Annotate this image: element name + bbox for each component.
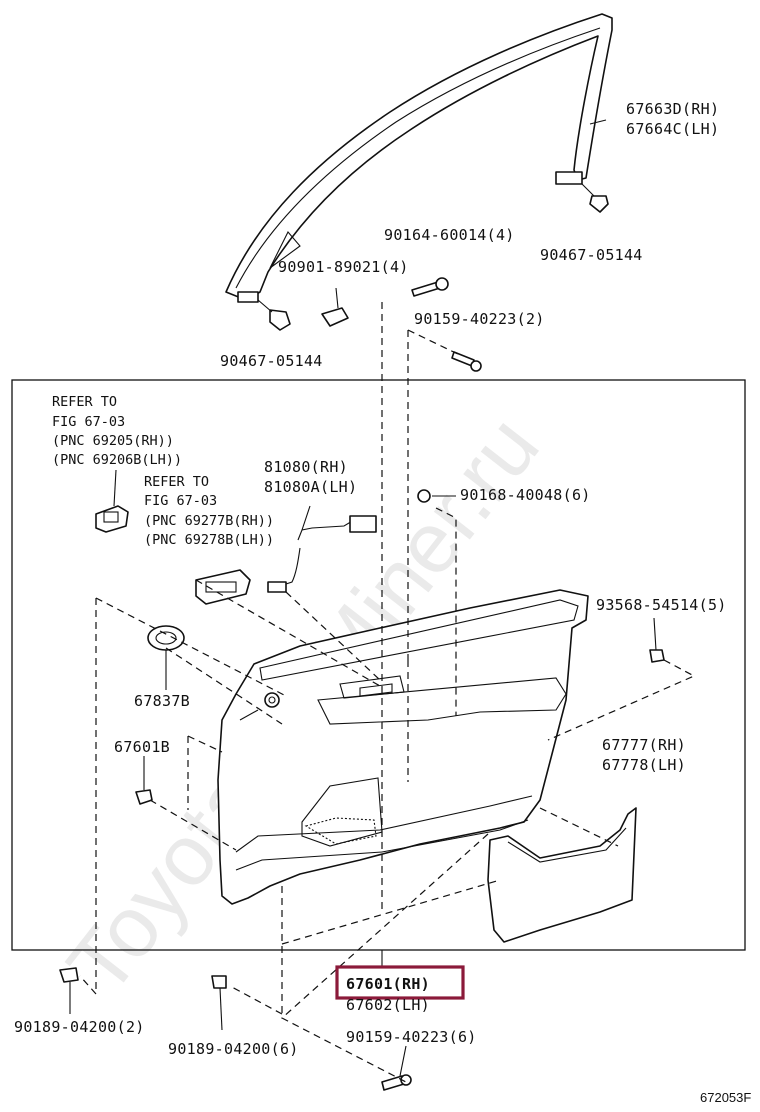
label-90467-left: 90467-05144 [220,352,323,370]
label-67778: 67778(LH) [602,756,686,774]
clip-90467-top[interactable] [581,183,609,213]
label-90189-left: 90189-04200(2) [14,1018,145,1036]
label-93568: 93568-54514(5) [596,596,727,614]
assembly-dashed-lines [79,302,696,1083]
label-81080a: 81080A(LH) [264,478,357,496]
screw-90159-bottom[interactable] [381,1045,412,1091]
clip-67601b[interactable] [135,756,153,805]
label-refer1-line2: FIG 67-03 [52,414,125,430]
clip-90467-left[interactable] [257,299,291,331]
clip-90189-left[interactable] [59,967,79,1014]
label-67837b: 67837B [134,692,190,710]
label-67602: 67602(LH) [346,996,430,1014]
label-refer2-line2: FIG 67-03 [144,493,217,509]
screw-90164[interactable] [411,277,449,297]
label-90159-bottom: 90159-40223(6) [346,1028,477,1046]
label-67664c: 67664C(LH) [626,120,719,138]
screw-90168[interactable] [417,489,456,503]
screw-90159-top[interactable] [451,351,482,372]
figure-id: 672053F [700,1090,751,1105]
label-refer1-line1: REFER TO [52,394,117,410]
lock-bezel-69277[interactable] [195,569,251,605]
label-refer2-line3: (PNC 69277B(RH)) [144,513,274,529]
label-90168: 90168-40048(6) [460,486,591,504]
courtesy-lamp-81080[interactable] [267,505,377,593]
label-90159-top: 90159-40223(2) [414,310,545,328]
label-67601: 67601(RH) [346,975,430,993]
label-67601b: 67601B [114,738,170,756]
label-67663d: 67663D(RH) [626,100,719,118]
label-refer2-line4: (PNC 69278B(LH)) [144,532,274,548]
retainer-90901[interactable] [321,287,349,327]
door-trim-board-67601[interactable] [217,589,589,905]
assembly-frame [11,379,746,951]
label-refer1-line4: (PNC 69206B(LH)) [52,452,182,468]
label-90189-right: 90189-04200(6) [168,1040,299,1058]
cover-67837b[interactable] [147,625,185,690]
label-90164: 90164-60014(4) [384,226,515,244]
label-67777: 67777(RH) [602,736,686,754]
clip-90189-right[interactable] [211,975,227,1031]
label-refer2-line1: REFER TO [144,474,209,490]
label-81080: 81080(RH) [264,458,348,476]
label-90467-top: 90467-05144 [540,246,643,264]
label-90901: 90901-89021(4) [278,258,409,276]
pocket-trim-67777[interactable] [487,807,637,943]
label-refer1-line3: (PNC 69205(RH)) [52,433,174,449]
highlight-box-67601 [335,965,465,1000]
window-frame-moulding[interactable] [225,13,613,303]
switch-bezel-69205[interactable] [95,469,129,533]
clip-93568[interactable] [649,617,665,663]
